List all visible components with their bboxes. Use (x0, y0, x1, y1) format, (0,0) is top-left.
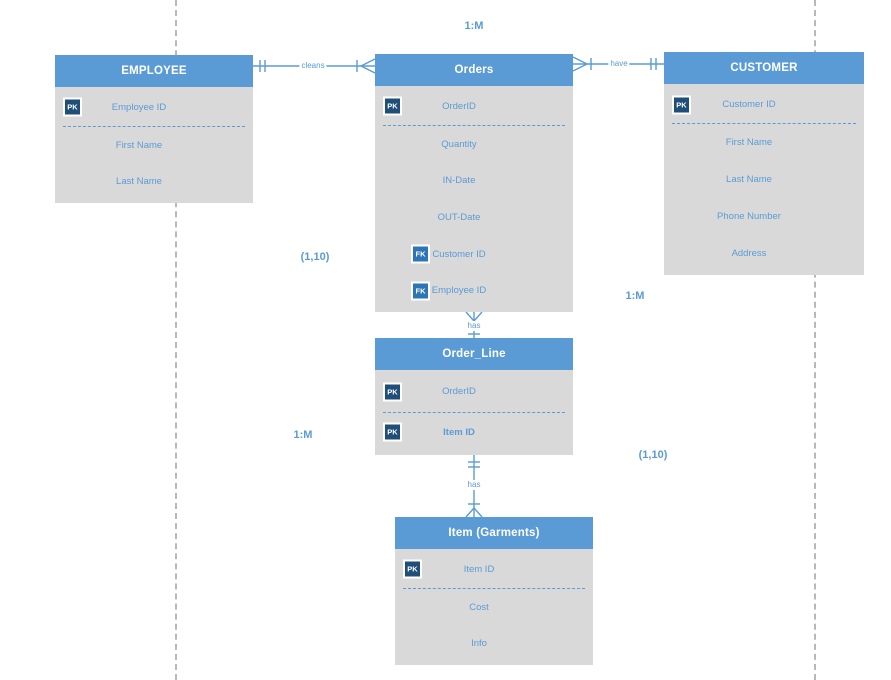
attribute-label: Employee ID (111, 101, 167, 113)
crows-foot-many-icon (465, 311, 483, 322)
relationship-label-have[interactable]: have (608, 59, 630, 69)
attribute-row[interactable]: Quantity (375, 126, 573, 163)
attribute-label: OUT-Date (437, 211, 481, 223)
crows-foot-many-icon (572, 56, 592, 72)
attribute-row[interactable]: PK Item ID (395, 551, 593, 588)
attribute-label: Customer ID (432, 248, 486, 260)
crows-foot-many-icon (465, 503, 483, 518)
pk-separator-dashed-line (403, 587, 585, 589)
attribute-label: Customer ID (722, 99, 776, 110)
attribute-label: Last Name (116, 176, 162, 188)
one-and-only-one-icon (259, 60, 266, 72)
entity-item-garments-title[interactable]: Item (Garments) (395, 517, 593, 549)
pk-separator-dashed-line (383, 124, 565, 126)
pk-separator-dashed-line (383, 411, 565, 413)
attribute-label: Phone Number (717, 211, 781, 222)
pk-badge: PK (383, 382, 402, 402)
attribute-label: First Name (115, 139, 163, 151)
one-and-only-one-icon (650, 58, 657, 70)
pk-badge: PK (672, 95, 691, 114)
entity-employee-title[interactable]: EMPLOYEE (55, 55, 253, 87)
entity-order-line-body: PK OrderID PK Item ID (375, 370, 573, 455)
attribute-row[interactable]: PK Item ID (375, 413, 573, 453)
entity-order-line-title[interactable]: Order_Line (375, 338, 573, 370)
fk-badge: FK (411, 281, 430, 301)
attribute-row[interactable]: Info (395, 625, 593, 662)
one-and-only-one-icon (468, 461, 480, 468)
attribute-row[interactable]: Cost (395, 589, 593, 626)
relationship-label-has-1[interactable]: has (465, 321, 483, 331)
pk-badge: PK (403, 559, 422, 579)
attribute-row[interactable]: PK OrderID (375, 372, 573, 412)
page-break-dashed-line-left (175, 0, 177, 680)
attribute-row[interactable]: Last Name (664, 161, 864, 198)
cardinality-label-right-upper[interactable]: 1:M (625, 290, 645, 302)
attribute-row[interactable]: IN-Date (375, 162, 573, 199)
page-break-dashed-line-right (814, 0, 816, 680)
entity-customer-title[interactable]: CUSTOMER (664, 52, 864, 84)
entity-orders-title[interactable]: Orders (375, 54, 573, 86)
attribute-row[interactable]: OUT-Date (375, 199, 573, 236)
attribute-label: Last Name (726, 174, 772, 185)
attribute-label: Cost (469, 601, 489, 613)
attribute-row[interactable]: Last Name (55, 163, 253, 200)
attribute-label: Address (731, 248, 767, 259)
attribute-row[interactable]: Address (664, 235, 864, 272)
attribute-label: Item ID (463, 563, 495, 575)
relationship-label-cleans[interactable]: cleans (299, 61, 327, 71)
fk-badge: FK (411, 244, 430, 264)
attribute-label: OrderID (442, 100, 476, 112)
attribute-label: First Name (725, 137, 773, 148)
pk-badge: PK (383, 96, 402, 116)
attribute-row[interactable]: Phone Number (664, 198, 864, 235)
relationship-label-has-2[interactable]: has (465, 480, 483, 490)
attribute-label: IN-Date (442, 175, 476, 187)
attribute-label: OrderID (442, 386, 476, 398)
cardinality-label-left-lower[interactable]: 1:M (293, 429, 313, 441)
crows-foot-many-icon (356, 58, 376, 74)
attribute-label: Item ID (443, 426, 475, 438)
attribute-row[interactable]: PK Employee ID (55, 89, 253, 126)
cardinality-label-top[interactable]: 1:M (464, 20, 484, 32)
attribute-row[interactable]: First Name (55, 127, 253, 164)
entity-order-line[interactable]: Order_Line PK OrderID PK Item ID (375, 338, 573, 455)
pk-badge: PK (383, 422, 402, 442)
attribute-label: Info (471, 638, 487, 650)
attribute-label: Employee ID (431, 285, 487, 297)
cardinality-label-left-upper[interactable]: (1,10) (300, 251, 330, 263)
attribute-row[interactable]: First Name (664, 124, 864, 161)
pk-separator-dashed-line (672, 123, 856, 124)
attribute-row[interactable]: PK Customer ID (664, 86, 864, 123)
attribute-label: Quantity (441, 138, 477, 150)
pk-separator-dashed-line (63, 125, 245, 127)
pk-badge: PK (63, 97, 82, 117)
cardinality-label-right-lower[interactable]: (1,10) (638, 449, 668, 461)
attribute-row[interactable]: PK OrderID (375, 88, 573, 125)
